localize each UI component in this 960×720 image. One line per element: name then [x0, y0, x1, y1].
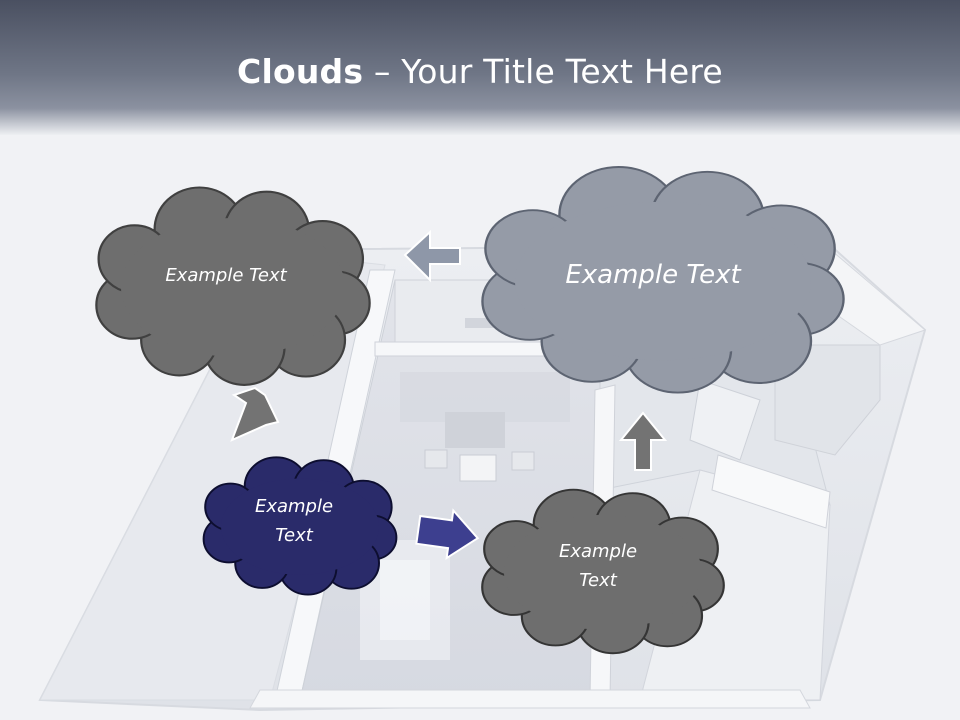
title-bold: Clouds [237, 52, 364, 91]
cloud-top-left-text: Example Text [165, 264, 287, 286]
arrow-right [415, 508, 480, 561]
slide-title: Clouds – Your Title Text Here [0, 52, 960, 91]
cloud-bottom-right-text: Example Text [558, 541, 638, 591]
arrow-up [618, 411, 668, 471]
title-rest: Your Title Text Here [401, 52, 723, 91]
arrow-down-left [230, 386, 280, 442]
cloud-top-right-text: Example Text [565, 260, 741, 290]
title-separator: – [363, 52, 402, 91]
header-band [0, 0, 960, 135]
arrow-left-top [403, 229, 461, 283]
cloud-middle-left-text: Example Text [254, 496, 334, 546]
